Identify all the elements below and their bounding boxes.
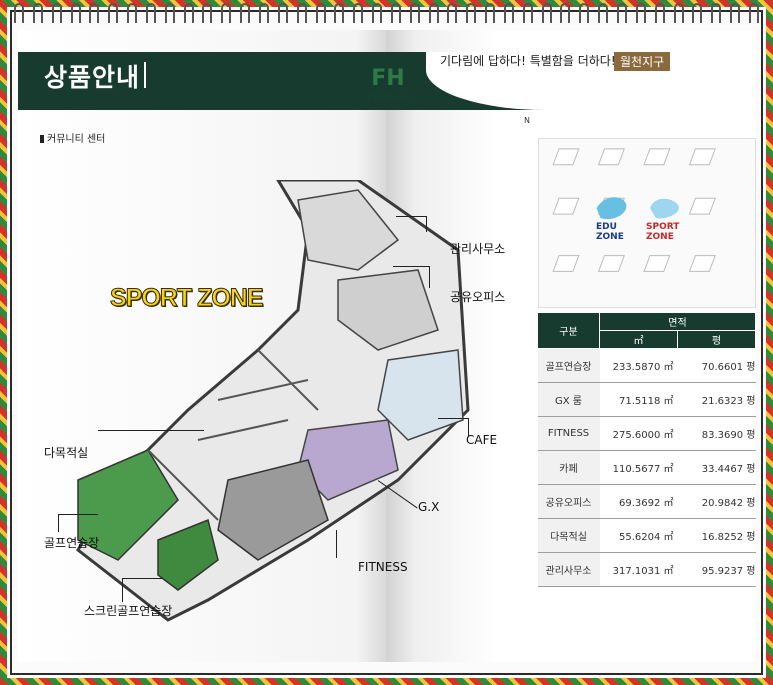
leader-golf-h <box>58 514 98 515</box>
floorplan-illustration <box>76 180 470 622</box>
feelhaus-logo: FH Feelhaus <box>353 68 423 116</box>
label-reading: 다목적실 <box>44 446 89 460</box>
label-shared-office: 공유오피스 <box>450 290 506 304</box>
label-fitness: FITNESS <box>358 560 408 574</box>
complex-name: 배방 필하우스 리버시 <box>608 77 733 93</box>
district-badge: 월천지구 <box>614 52 671 71</box>
leader-golf <box>58 514 59 532</box>
label-screen-golf: 스크린골프연습장 <box>84 604 173 618</box>
logo-text: Feelhaus <box>366 90 410 104</box>
leader-cafe <box>438 418 468 419</box>
col-category: 구분 <box>537 312 600 349</box>
leader-screen-golf-h <box>122 578 162 579</box>
leader-cafe-v <box>468 418 469 436</box>
label-golf: 골프연습장 <box>44 536 100 550</box>
section-title: 커뮤니티 센터 <box>40 130 105 145</box>
north-indicator: N <box>524 116 530 125</box>
brochure-spread: 상품안내 FH Feelhaus 기다림에 답하다! 특별함을 더하다! 월천지… <box>18 30 756 662</box>
title-divider <box>144 62 146 88</box>
sport-zone-title: SPORT ZONE <box>110 284 265 313</box>
spiral-binding <box>14 3 759 25</box>
page-title: 상품안내 <box>44 63 141 92</box>
col-m2: ㎡ <box>599 330 678 349</box>
leader-screen-golf <box>122 578 123 602</box>
site-plan <box>538 138 756 308</box>
leader-office <box>396 216 426 217</box>
leader-shared-office-v <box>429 266 430 288</box>
leader-reading <box>98 430 204 431</box>
leader-fitness <box>336 530 337 558</box>
col-pyeong: 평 <box>677 330 756 349</box>
leader-shared-office <box>393 266 429 267</box>
leader-office-v <box>426 216 427 232</box>
label-office: 관리사무소 <box>450 242 506 256</box>
label-gx: G.X <box>418 500 440 514</box>
section-title-text: 커뮤니티 센터 <box>47 134 106 145</box>
col-area: 면적 <box>599 312 756 331</box>
label-cafe: CAFE <box>466 433 498 447</box>
tagline: 기다림에 답하다! 특별함을 더하다! <box>440 54 616 68</box>
logo-mark: FH <box>371 66 405 91</box>
